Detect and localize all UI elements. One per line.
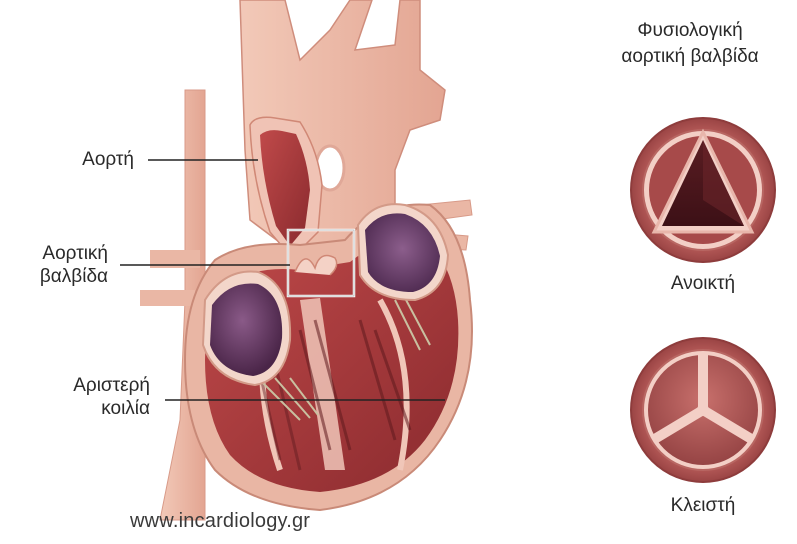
inset-title: Φυσιολογική αορτική βαλβίδα [600,18,780,70]
aortic-valve-label: Αορτική βαλβίδα [6,242,108,288]
closed-valve-label: Κλειστή [633,494,773,517]
open-valve-label: Ανοικτή [633,272,773,295]
left-ventricle-label-line1: Αριστερή [40,374,150,397]
inset-title-line2: αορτική βαλβίδα [600,44,780,70]
closed-valve-illustration [631,338,775,482]
inset-title-line1: Φυσιολογική [600,18,780,44]
aortic-valve-label-line2: βαλβίδα [6,265,108,288]
open-valve-illustration [631,118,775,262]
closed-valve-label-text: Κλειστή [671,495,736,516]
left-ventricle-label: Αριστερή κοιλία [40,374,150,420]
open-valve-label-text: Ανοικτή [671,273,735,294]
left-atrium [203,272,290,385]
aortic-valve-label-line1: Αορτική [6,242,108,265]
aorta-label: Αορτή [48,148,134,171]
left-ventricle-label-line2: κοιλία [40,397,150,420]
watermark: www.incardiology.gr [130,510,310,533]
aorta-label-text: Αορτή [82,149,134,170]
